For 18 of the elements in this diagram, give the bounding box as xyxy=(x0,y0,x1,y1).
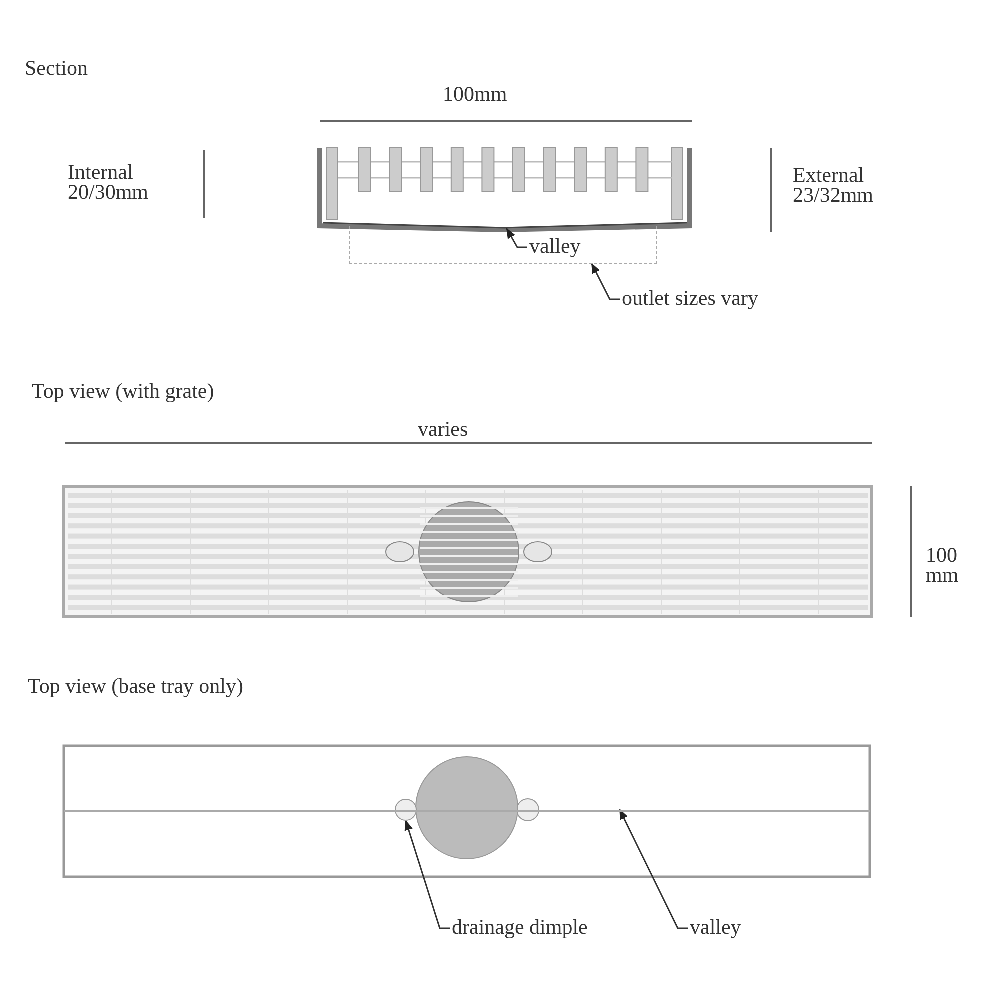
dimension-label: Internal 20/30mm xyxy=(68,162,150,202)
view-heading: Top view (with grate) xyxy=(32,381,214,401)
section-heading: Section xyxy=(25,58,88,78)
leader-line xyxy=(619,809,688,930)
outlet-outline xyxy=(349,226,657,264)
dimension-label: 100 mm xyxy=(926,545,960,585)
leader-line xyxy=(404,820,450,930)
callout-text: valley xyxy=(530,234,581,259)
leader-line xyxy=(506,228,528,248)
view-heading: Top view (base tray only) xyxy=(28,676,244,696)
valley-line xyxy=(64,810,870,812)
callout-text: drainage dimple xyxy=(452,915,588,940)
dimension-label: varies xyxy=(418,419,468,439)
dimension-label: 100mm xyxy=(443,84,508,104)
leader-line xyxy=(591,263,620,300)
callout-text: outlet sizes vary xyxy=(622,286,758,311)
dimension-label: External 23/32mm xyxy=(793,165,875,205)
callout-text: valley xyxy=(690,915,742,940)
